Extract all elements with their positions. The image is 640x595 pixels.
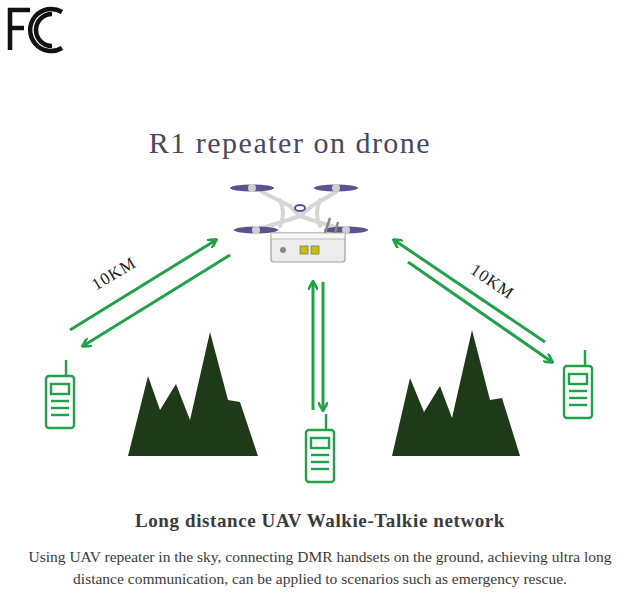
distance-label: 10KM — [88, 253, 140, 295]
diagram-title: R1 repeater on drone — [60, 126, 520, 160]
handsets — [46, 350, 592, 482]
fcc-logo — [10, 9, 62, 51]
radio-links — [70, 240, 552, 410]
distance-label: 10KM — [467, 260, 518, 304]
drone — [230, 184, 368, 262]
caption-heading: Long distance UAV Walkie-Talkie network — [10, 510, 630, 532]
description-text: Using UAV repeater in the sky, connectin… — [4, 546, 636, 590]
